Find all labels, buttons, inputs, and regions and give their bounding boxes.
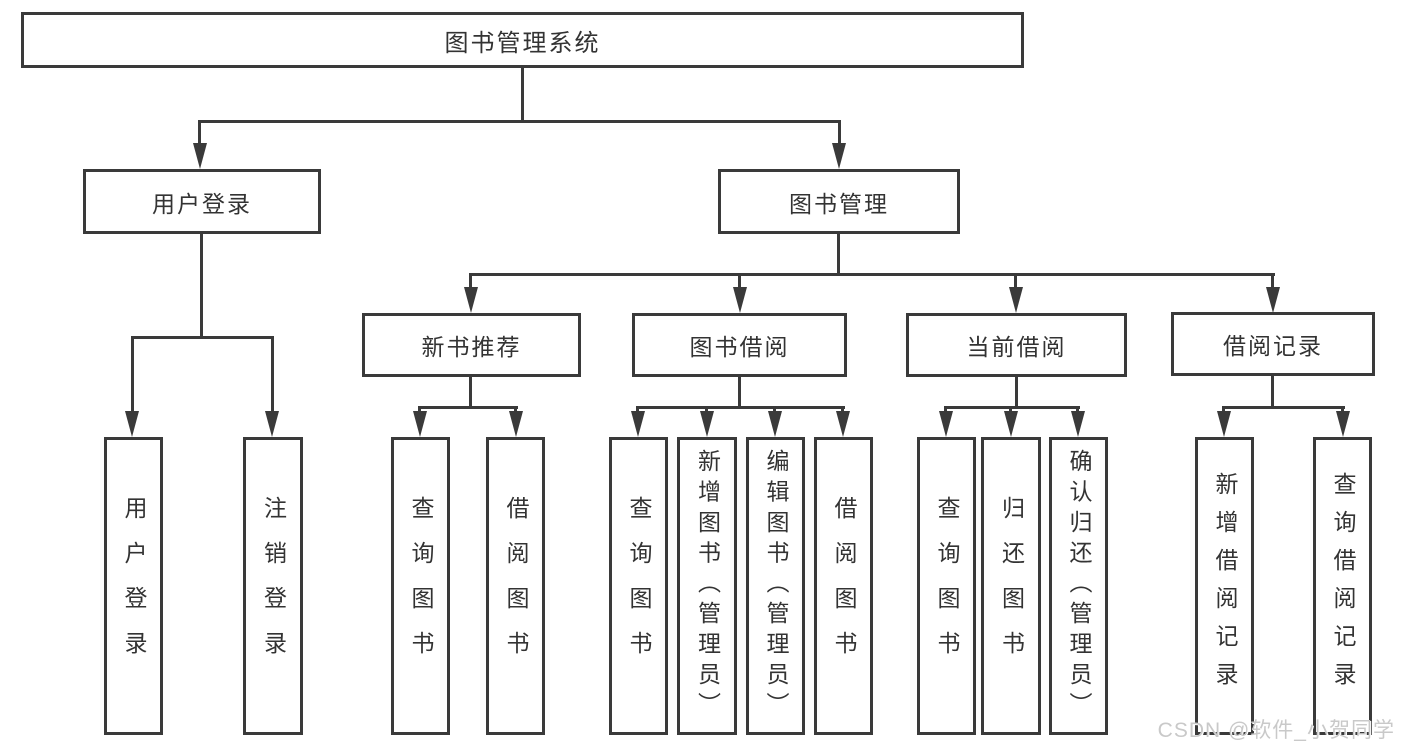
leaf-label: 归还图书	[998, 496, 1025, 676]
connector-line	[1222, 406, 1225, 414]
connector-line	[418, 406, 421, 414]
leaf-label: 查询图书	[626, 496, 652, 676]
arrowhead-down-icon	[733, 287, 747, 313]
leaf-label: 借阅图书	[503, 496, 529, 676]
arrowhead-down-icon	[768, 411, 782, 437]
leaf-user-login: 用户登录	[104, 437, 163, 735]
leaf-add-borrow-record: 新增借阅记录	[1195, 437, 1254, 735]
connector-line	[1341, 406, 1344, 414]
arrowhead-down-icon	[700, 411, 714, 437]
connector-line	[200, 234, 203, 338]
connector-line	[1271, 273, 1274, 290]
node-book-borrowing: 图书借阅	[632, 313, 847, 377]
arrowhead-down-icon	[836, 411, 850, 437]
connector-line	[1076, 406, 1079, 414]
connector-line	[705, 406, 708, 414]
connector-line	[944, 406, 1080, 409]
connector-line	[738, 377, 741, 408]
connector-line	[1009, 406, 1012, 414]
arrowhead-down-icon	[413, 411, 427, 437]
leaf-label: 新增借阅记录	[1212, 472, 1238, 700]
connector-line	[636, 406, 639, 414]
connector-line	[469, 273, 472, 290]
connector-line	[1015, 377, 1018, 408]
connector-line	[837, 234, 840, 275]
arrowhead-down-icon	[1004, 411, 1018, 437]
leaf-label: 借阅图书	[831, 496, 857, 676]
leaf-return-books: 归还图书	[981, 437, 1041, 735]
arrowhead-down-icon	[125, 411, 139, 437]
leaf-label: 查询借阅记录	[1330, 472, 1356, 700]
leaf-borrow-books-recommend: 借阅图书	[486, 437, 545, 735]
leaf-label: 注销登录	[260, 496, 287, 676]
connector-line	[636, 406, 845, 409]
connector-line	[838, 120, 841, 146]
leaf-label: 新增图书（管理员）	[694, 449, 721, 723]
node-book-management: 图书管理	[718, 169, 960, 234]
connector-line	[521, 68, 524, 122]
arrowhead-down-icon	[1071, 411, 1085, 437]
connector-line	[198, 120, 201, 146]
connector-line	[1222, 406, 1345, 409]
node-current-borrowing: 当前借阅	[906, 313, 1127, 377]
connector-line	[418, 406, 518, 409]
arrowhead-down-icon	[939, 411, 953, 437]
leaf-edit-book-admin: 编辑图书（管理员）	[746, 437, 805, 735]
connector-line	[944, 406, 947, 414]
connector-line	[1271, 375, 1274, 408]
node-new-book-recommendation: 新书推荐	[362, 313, 581, 377]
connector-line	[841, 406, 844, 414]
csdn-watermark: CSDN @软件_小贺同学	[1157, 719, 1395, 742]
arrowhead-down-icon	[631, 411, 645, 437]
arrowhead-down-icon	[1217, 411, 1231, 437]
connector-line	[469, 273, 1275, 276]
leaf-add-book-admin: 新增图书（管理员）	[677, 437, 737, 735]
connector-line	[271, 336, 274, 414]
leaf-query-books-recommend: 查询图书	[391, 437, 450, 735]
connector-line	[773, 406, 776, 414]
connector-line	[738, 273, 741, 290]
node-user-login: 用户登录	[83, 169, 321, 234]
leaf-label: 编辑图书（管理员）	[763, 449, 789, 723]
leaf-label: 用户登录	[121, 496, 147, 676]
connector-line	[469, 377, 472, 408]
arrowhead-down-icon	[1009, 287, 1023, 313]
leaf-query-books-current: 查询图书	[917, 437, 976, 735]
arrowhead-down-icon	[265, 411, 279, 437]
connector-line	[131, 336, 134, 414]
leaf-confirm-return-admin: 确认归还（管理员）	[1049, 437, 1108, 735]
arrowhead-down-icon	[1336, 411, 1350, 437]
node-borrowing-records: 借阅记录	[1171, 312, 1375, 376]
arrowhead-down-icon	[509, 411, 523, 437]
arrowhead-down-icon	[1266, 287, 1280, 313]
connector-line	[198, 120, 841, 123]
connector-line	[514, 406, 517, 414]
connector-line	[131, 336, 274, 339]
leaf-borrow-books: 借阅图书	[814, 437, 873, 735]
leaf-label: 确认归还（管理员）	[1066, 449, 1092, 723]
arrowhead-down-icon	[464, 287, 478, 313]
leaf-label: 查询图书	[934, 496, 960, 676]
leaf-label: 查询图书	[408, 496, 434, 676]
arrowhead-down-icon	[193, 143, 207, 169]
arrowhead-down-icon	[832, 143, 846, 169]
leaf-query-borrow-record: 查询借阅记录	[1313, 437, 1372, 735]
leaf-query-books-borrowing: 查询图书	[609, 437, 668, 735]
leaf-logout: 注销登录	[243, 437, 303, 735]
node-library-management-system: 图书管理系统	[21, 12, 1024, 68]
connector-line	[1014, 273, 1017, 290]
